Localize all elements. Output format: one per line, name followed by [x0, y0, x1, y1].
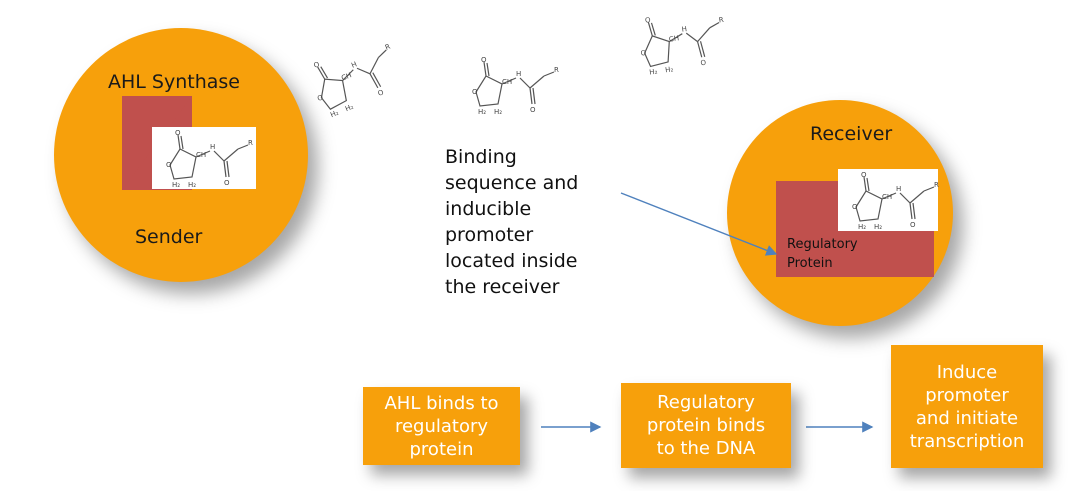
svg-text:O: O — [910, 221, 916, 229]
ahl-molecule-structure: O O CH H O R H₂ H₂ — [852, 171, 939, 231]
floating-molecule-1: O O CH H O R H₂ H₂ — [291, 28, 420, 136]
ahl-molecule-structure: O O CH H O R H₂ H₂ — [166, 129, 253, 189]
svg-text:R: R — [718, 16, 724, 25]
svg-text:H: H — [210, 143, 215, 151]
svg-text:H₂: H₂ — [329, 109, 340, 120]
receiver-molecule: O O CH H O R H₂ H₂ — [838, 169, 939, 231]
svg-text:H₂: H₂ — [874, 223, 882, 231]
svg-text:O: O — [166, 161, 172, 169]
svg-text:H: H — [350, 60, 358, 69]
receiver-label: Receiver — [810, 123, 893, 145]
svg-text:H₂: H₂ — [188, 181, 196, 189]
flow-step-2: Regulatory protein binds to the DNA — [621, 383, 791, 468]
svg-text:O: O — [700, 59, 707, 68]
svg-text:R: R — [554, 66, 559, 74]
svg-text:H: H — [896, 185, 901, 193]
svg-text:R: R — [934, 181, 939, 189]
svg-text:O: O — [377, 88, 386, 98]
svg-text:O: O — [530, 106, 536, 114]
ahl-molecule-structure: O O CH H O R H₂ H₂ — [313, 43, 392, 120]
svg-text:O: O — [316, 93, 325, 103]
svg-text:CH: CH — [196, 151, 206, 159]
svg-text:O: O — [861, 171, 867, 179]
svg-text:CH: CH — [502, 78, 512, 86]
svg-text:O: O — [852, 203, 858, 211]
svg-text:H₂: H₂ — [494, 108, 502, 116]
svg-text:O: O — [481, 56, 487, 64]
svg-text:H₂: H₂ — [665, 65, 674, 74]
svg-text:O: O — [640, 49, 647, 58]
svg-text:H₂: H₂ — [344, 103, 355, 114]
floating-molecule-2: O O CH H O R H₂ H₂ — [458, 54, 568, 126]
svg-text:O: O — [175, 129, 181, 137]
svg-text:H: H — [516, 70, 521, 78]
ahl-molecule-structure: O O CH H O R H₂ H₂ — [640, 16, 724, 77]
svg-text:CH: CH — [668, 34, 679, 43]
svg-text:O: O — [313, 60, 322, 70]
svg-text:R: R — [384, 43, 392, 52]
binding-description: Binding sequence and inducible promoter … — [445, 146, 579, 298]
flow-step-3-label: Induce promoter and initiate transcripti… — [909, 361, 1025, 452]
svg-text:R: R — [248, 139, 253, 147]
flow-step-2-label: Regulatory protein binds to the DNA — [646, 392, 766, 459]
flow-step-1-label: AHL binds to regulatory protein — [384, 392, 499, 460]
ahl-synthase-label: AHL Synthase — [108, 71, 240, 93]
flow-step-1: AHL binds to regulatory protein — [363, 387, 520, 465]
ahl-molecule-structure: O O CH H O R H₂ H₂ — [472, 56, 559, 116]
regulatory-protein-label: Regulatory Protein — [787, 237, 858, 271]
flow-step-3: Induce promoter and initiate transcripti… — [891, 345, 1043, 468]
svg-text:CH: CH — [340, 71, 352, 82]
sender-label: Sender — [135, 226, 203, 248]
svg-text:O: O — [645, 16, 652, 25]
floating-molecule-3: O O CH H O R H₂ H₂ — [622, 3, 741, 90]
sender-molecule: O O CH H O R H₂ H₂ — [152, 127, 256, 189]
svg-text:CH: CH — [882, 193, 892, 201]
svg-text:H₂: H₂ — [478, 108, 486, 116]
svg-text:H₂: H₂ — [172, 181, 180, 189]
svg-text:H₂: H₂ — [649, 68, 658, 77]
svg-text:O: O — [224, 179, 230, 187]
svg-text:O: O — [472, 88, 478, 96]
svg-text:H₂: H₂ — [858, 223, 866, 231]
svg-text:H: H — [681, 25, 687, 34]
